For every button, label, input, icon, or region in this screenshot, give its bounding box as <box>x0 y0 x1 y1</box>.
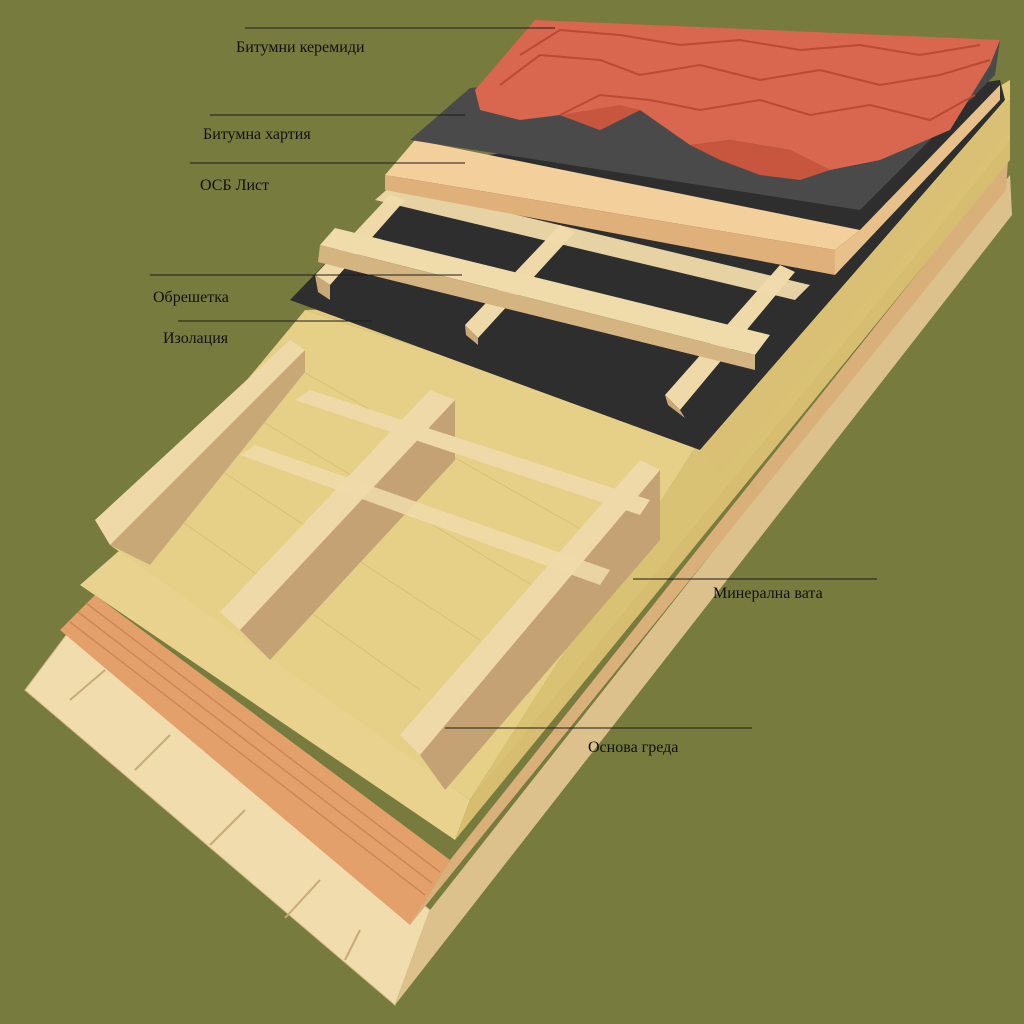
label-osb: ОСБ Лист <box>200 177 269 194</box>
osb-sheet-side <box>385 175 835 275</box>
osb-sheet <box>385 140 860 250</box>
lower-wool-slab <box>80 550 470 840</box>
osb-sheet-right <box>835 85 1000 275</box>
label-shingles: Битумни керемиди <box>236 39 365 56</box>
cross-beams <box>240 390 650 585</box>
membrane-wool-edge <box>700 100 1010 475</box>
board-layer-side <box>410 160 1008 925</box>
label-mineral-wool: Минерална вата <box>713 585 823 602</box>
board-lines <box>69 602 441 896</box>
ceiling-planks-side <box>395 175 1012 1005</box>
label-insulation: Изолация <box>163 330 229 347</box>
label-felt: Битумна хартия <box>203 126 311 143</box>
bitumen-shingles <box>475 20 1000 180</box>
mineral-wool-top <box>110 310 700 800</box>
leader-lines <box>150 27 877 729</box>
label-battens: Обрешетка <box>153 289 229 306</box>
ceiling-plank-grooves <box>69 669 361 961</box>
board-layer <box>60 595 450 925</box>
battens <box>318 185 810 370</box>
rafters <box>95 340 660 790</box>
label-main-beam: Основа греда <box>588 739 678 756</box>
